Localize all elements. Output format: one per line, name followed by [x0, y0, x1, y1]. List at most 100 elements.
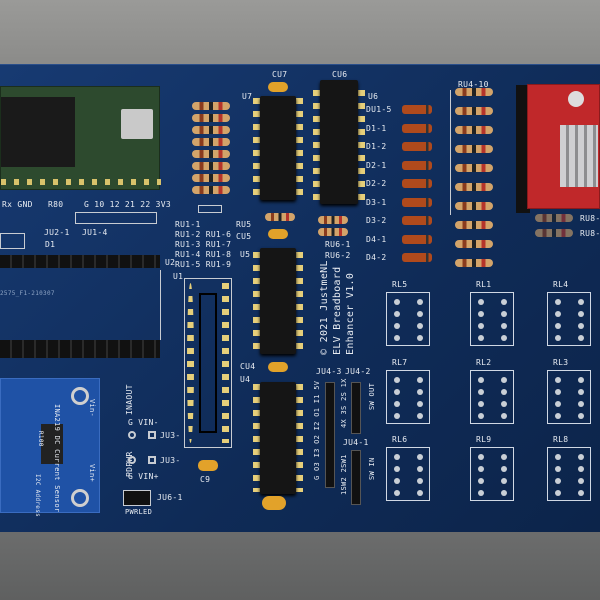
label-d1: D1 — [45, 240, 56, 249]
label-ju3-plus: JU3- — [160, 456, 181, 465]
jumper-ju4-2[interactable] — [351, 382, 361, 434]
label-ru1: RU1-3 RU1-7 — [175, 240, 232, 249]
resistor-ru1 — [192, 138, 230, 146]
ru1-labels: RU1-1 RU1-2 RU1-6 RU1-3 RU1-7 RU1-4 RU1-… — [175, 220, 231, 270]
label-ru1: RU1-4 RU1-8 — [175, 250, 232, 259]
resistor-ru8 — [535, 229, 573, 237]
label-diode: D1-1 — [366, 123, 387, 133]
label-ju2: JU2-1 — [44, 228, 70, 237]
relay-footprint — [470, 292, 514, 346]
resistor-ru5 — [265, 213, 295, 221]
terminal-hole — [71, 387, 89, 405]
resistor-ru4 — [455, 240, 493, 248]
label-ju6: JU6-1 — [157, 493, 183, 502]
usb-connector — [121, 109, 153, 139]
ic-u6 — [320, 80, 358, 204]
jumper-ju6[interactable] — [123, 490, 151, 506]
label-g-vin-plus: G VIN+ — [128, 472, 159, 481]
diode — [402, 142, 432, 151]
capacitor-cu7 — [268, 82, 288, 92]
label-pins-top: Rx GND — [2, 200, 33, 209]
capacitor-cu5 — [268, 229, 288, 239]
pad — [148, 456, 156, 464]
label-relay: RL6 — [392, 435, 408, 444]
resistor-ru6 — [318, 228, 348, 236]
resistor-ru4 — [455, 88, 493, 96]
label-diode: D3-2 — [366, 216, 387, 225]
label-relay: RL7 — [392, 358, 408, 367]
header-bottom — [0, 340, 160, 358]
ic-u7 — [260, 96, 296, 200]
resistor-ru4 — [455, 259, 493, 267]
resistor-ru1 — [192, 186, 230, 194]
resistor-ru1 — [192, 174, 230, 182]
label-u7: U7 — [242, 92, 253, 101]
label-pwrled: PWRLED — [125, 508, 153, 516]
label-relay: RL3 — [553, 358, 569, 367]
resistor-ru1 — [192, 114, 230, 122]
label-ru4: RU4-10 — [458, 80, 489, 89]
label-g-vin-minus: G VIN- — [128, 418, 159, 427]
label-cu6: CU6 — [332, 70, 348, 79]
label-relay: RL2 — [476, 358, 492, 367]
label-ju4-3-pins: G O3 I3 O2 I2 O1 I1 5V — [313, 380, 321, 480]
board-version: Enhancer V1.0 — [345, 272, 356, 355]
label-u6: U6 — [368, 92, 379, 101]
resistor-ru4 — [455, 202, 493, 210]
heatsink — [560, 125, 598, 187]
pin-header-ju1[interactable] — [75, 212, 157, 224]
diode — [402, 179, 432, 188]
resistor-ru4 — [455, 107, 493, 115]
board-title-block: © 2021 JustmeNL ELV Breadboard Enhancer … — [318, 260, 357, 355]
label-sw-out: SW OUT — [368, 382, 376, 410]
diode — [402, 216, 432, 225]
resistor-outline — [198, 205, 222, 213]
diode — [402, 234, 432, 244]
label-shunt: R100 — [37, 431, 44, 447]
label-ju3-minus: JU3- — [160, 431, 181, 440]
pad — [128, 456, 136, 464]
label-ru8: RU8- — [580, 214, 600, 223]
label-diode: D4-1 — [366, 234, 387, 244]
label-ru8: RU8- — [580, 229, 600, 238]
resistor-ru1 — [192, 102, 230, 110]
relay-footprint — [386, 447, 430, 501]
diode — [402, 105, 432, 114]
label-diode: D4-2 — [366, 253, 387, 262]
label-ju4-1-pins: 1SW2 2SW1 — [340, 454, 348, 495]
jumper-ju4-1[interactable] — [351, 450, 361, 505]
pad — [128, 431, 136, 439]
ic-u5 — [260, 248, 296, 354]
label-i2c: I2C Address — [34, 474, 41, 518]
label-c9: C9 — [200, 475, 211, 484]
label-cu7: CU7 — [272, 70, 288, 79]
label-ru1: RU1-2 RU1-6 — [175, 230, 232, 239]
board-name: ELV Breadboard — [332, 266, 343, 356]
copyright-text: © 2021 JustmeNL — [319, 260, 330, 355]
label-inaout: INAOUT — [125, 384, 134, 415]
label-diode: DU1-5 — [366, 105, 392, 114]
resistor-ru1 — [192, 126, 230, 134]
ina219-module: INA219 DC Current Sensor Vin- Vin+ R100 … — [0, 378, 100, 517]
label-ru1: RU1-5 RU1-9 — [175, 260, 232, 269]
label-relay: RL8 — [553, 435, 569, 444]
label-relay: RL5 — [392, 280, 408, 289]
resistor-ru8 — [535, 214, 573, 222]
relay-footprint — [470, 447, 514, 501]
resistor-ru1 — [192, 162, 230, 170]
capacitor-c9 — [198, 460, 218, 471]
label-diode: D2-1 — [366, 160, 387, 170]
label-u1: U1 — [173, 272, 184, 281]
label-ju4-2-pins: 4X 3S 2S 1X — [340, 378, 348, 428]
resistor-ru4 — [455, 164, 493, 172]
teensy-pins — [1, 179, 161, 185]
label-ru6-1: RU6-1 — [325, 240, 351, 249]
diode — [402, 160, 432, 170]
resistor-ru1 — [192, 150, 230, 158]
label-relay: RL9 — [476, 435, 492, 444]
stepper-driver-module — [527, 84, 600, 209]
label-sw-in: SW IN — [368, 457, 376, 480]
label-vin-minus: Vin- — [88, 399, 96, 418]
label-ru6-2: RU6-2 — [325, 251, 351, 260]
jumper-ju4-3[interactable] — [325, 382, 335, 488]
